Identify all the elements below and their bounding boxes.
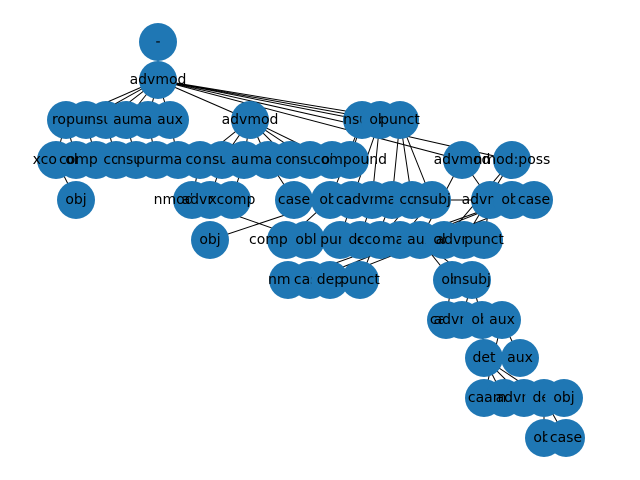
tree-edge-n1-n9 — [157, 79, 363, 121]
tree-node: aux — [483, 301, 521, 339]
tree-node: punct — [340, 261, 380, 299]
tree-node: det — [465, 339, 503, 377]
tree-node-label: - — [155, 34, 160, 50]
tree-node-label: nsubj — [413, 192, 451, 208]
tree-node-circle — [139, 61, 177, 99]
tree-node-label: obj — [553, 390, 574, 406]
tree-node-circle — [341, 261, 379, 299]
tree-node-label: obj — [65, 192, 86, 208]
tree-node: xcomp — [209, 181, 256, 219]
tree-node-circle — [545, 379, 583, 417]
tree-node-label: aux — [507, 350, 533, 366]
tree-node-label: punct — [464, 232, 504, 248]
tree-node-label: punct — [340, 272, 380, 288]
tree-edge-n1-n12 — [157, 79, 463, 161]
tree-node: case — [515, 181, 553, 219]
tree-node-label: compound — [313, 152, 387, 168]
tree-node-circle — [275, 181, 313, 219]
tree-node: nsubj — [453, 261, 491, 299]
tree-node: obj — [191, 221, 229, 259]
tree-node: nmod:poss — [474, 141, 551, 179]
tree-node: obj — [57, 181, 95, 219]
tree-node-label: det — [473, 350, 497, 366]
tree-node-label: xcomp — [209, 192, 256, 208]
tree-node: nsubj — [413, 181, 451, 219]
tree-node-circle — [231, 101, 269, 139]
tree-node-label: advmod — [130, 72, 187, 88]
tree-node-circle — [515, 181, 553, 219]
tree-node: advmod — [222, 101, 279, 139]
tree-node-label: case — [278, 192, 310, 208]
tree-node-circle — [381, 101, 419, 139]
tree-node-circle — [493, 141, 531, 179]
tree-node: case — [275, 181, 313, 219]
tree-node-label: case — [518, 192, 550, 208]
tree-node: advmod — [130, 61, 187, 99]
tree-node: advmod — [434, 141, 491, 179]
tree-node-label: aux — [489, 312, 515, 328]
tree-edge-n1-n10 — [157, 79, 381, 121]
tree-node: obj — [545, 379, 583, 417]
tree-node-circle — [413, 181, 451, 219]
tree-node-circle — [151, 101, 189, 139]
tree-node-circle — [287, 221, 325, 259]
tree-node-label: nmod:poss — [474, 152, 551, 168]
tree-node: - — [139, 23, 177, 61]
tree-node-label: advmod — [222, 112, 279, 128]
tree-node-circle — [483, 301, 521, 339]
tree-node-label: case — [550, 430, 582, 446]
tree-node-label: punct — [380, 112, 420, 128]
tree-node-circle — [443, 141, 481, 179]
tree-node: aux — [501, 339, 539, 377]
tree-node-label: obl — [295, 232, 316, 248]
tree-node-label: dep — [317, 272, 344, 288]
tree-node-circle — [331, 141, 369, 179]
tree-node: punct — [464, 221, 504, 259]
tree-node: obl — [287, 221, 325, 259]
tree-node-circle — [465, 221, 503, 259]
tree-node: case — [547, 419, 585, 457]
tree-node-circle — [547, 419, 585, 457]
tree-node-circle — [57, 181, 95, 219]
tree-node-circle — [501, 339, 539, 377]
tree-node-circle — [139, 23, 177, 61]
tree-node-label: aux — [157, 112, 183, 128]
tree-node: compound — [313, 141, 387, 179]
tree-node-circle — [191, 221, 229, 259]
tree-node: punct — [380, 101, 420, 139]
tree-node-label: advmod — [434, 152, 491, 168]
tree-node-label: nsubj — [453, 272, 491, 288]
tree-nodes: -advmodrootpunctnsubjauxmarkauxadvmodnsu… — [33, 23, 585, 457]
tree-node-circle — [213, 181, 251, 219]
tree-node-circle — [311, 261, 349, 299]
tree-node-circle — [453, 261, 491, 299]
tree-node: aux — [151, 101, 189, 139]
tree-node: dep — [311, 261, 349, 299]
tree-node-label: obj — [199, 232, 220, 248]
tree-node-circle — [465, 339, 503, 377]
